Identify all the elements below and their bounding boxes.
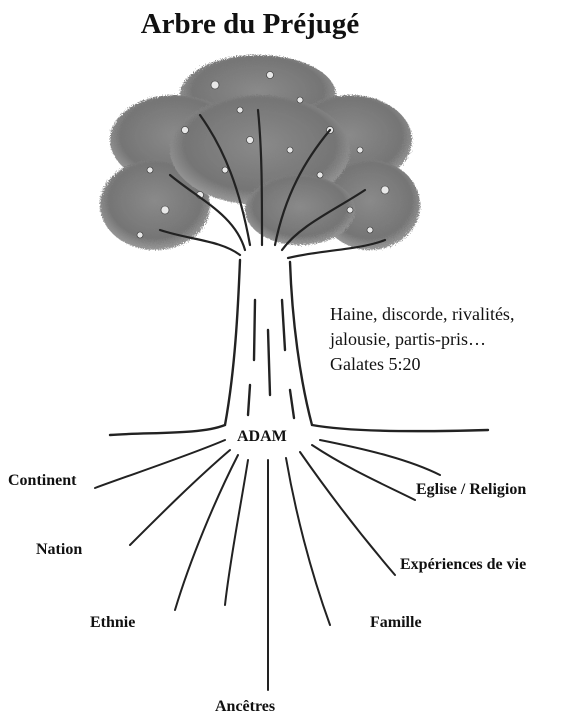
label-eglise: Eglise / Religion (416, 481, 526, 499)
quote-reference: Galates 5:20 (330, 352, 514, 377)
label-continent: Continent (8, 472, 76, 490)
label-ancetres: Ancêtres (215, 698, 275, 716)
label-famille: Famille (370, 614, 422, 632)
label-nation: Nation (36, 541, 82, 559)
quote-line-1: Haine, discorde, rivalités, (330, 302, 514, 327)
bible-quote: Haine, discorde, rivalités, jalousie, pa… (330, 302, 514, 377)
roots (95, 440, 440, 690)
label-ethnie: Ethnie (90, 614, 135, 632)
quote-line-2: jalousie, partis-pris… (330, 327, 514, 352)
label-adam: ADAM (237, 428, 287, 446)
label-experiences: Expériences de vie (400, 556, 526, 574)
